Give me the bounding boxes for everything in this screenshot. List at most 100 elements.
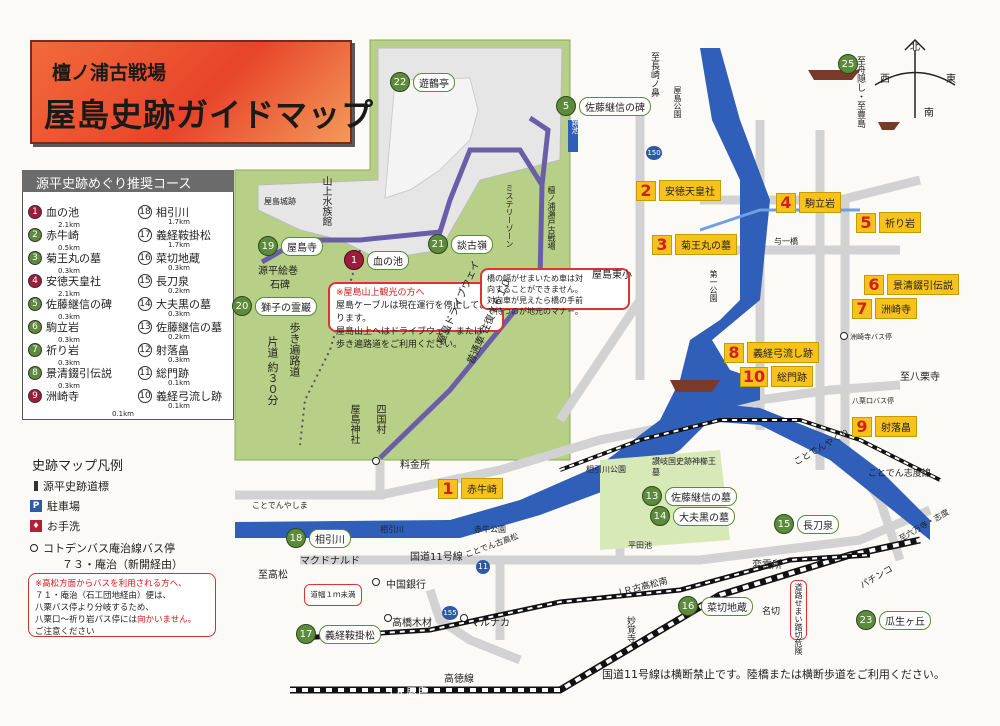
label-katamichi: 片道 約３０分 <box>266 336 279 406</box>
course-distance: 0.1km <box>168 402 191 410</box>
course-label: 菊王丸の墓 <box>46 252 101 265</box>
course-distance: 2.1km <box>58 290 81 298</box>
legend-title: 史跡マップ凡例 <box>32 459 124 474</box>
course-distance: 2.1km <box>58 221 81 229</box>
course-label: 相引川 <box>156 206 189 219</box>
spot-label: 血の池 <box>367 250 409 270</box>
course-distance: 0.3km <box>58 359 81 367</box>
spot-number: 6 <box>864 274 884 295</box>
bridge-notice-3: 対向車が見えたら橋の手前 <box>487 296 583 305</box>
route-11-shield: 11 <box>476 560 490 574</box>
cable-notice-4: 歩き遍路道をご利用ください。 <box>336 340 463 350</box>
warning-line-5: ご注意ください <box>35 627 95 637</box>
course-number: 12 <box>138 343 152 357</box>
course-label: 血の池 <box>46 206 79 219</box>
course-number: 4 <box>28 274 42 288</box>
course-label: 佐藤継信の碑 <box>46 298 112 311</box>
course-label: 長刀泉 <box>156 275 189 288</box>
course-distance-last: 0.1km <box>112 410 135 418</box>
spot-number: 22 <box>390 72 410 92</box>
warning-line-3: 八栗バス停より分岐するため、 <box>35 603 154 613</box>
course-heading: 源平史跡めぐり推奨コース <box>22 170 234 192</box>
cable-notice-2: 屋島ケーブルは現在運行を停止しております。 <box>336 301 488 324</box>
spot-label: 駒立岩 <box>799 192 841 213</box>
course-label: 大夫黒の墓 <box>156 298 211 311</box>
bridge-notice-4: で待つのが地元のマナー。 <box>487 307 583 316</box>
label-henden: 変電所 <box>752 560 782 571</box>
spot-number: 5 <box>556 96 576 116</box>
legend-marker: 源平史跡道標 <box>34 478 109 494</box>
course-item: 4 安徳天皇社 <box>28 273 101 289</box>
label-sekihi: 石碑 <box>270 280 290 291</box>
course-label: 総門跡 <box>156 367 189 380</box>
spot-label: 射落畠 <box>875 416 917 437</box>
spot-number: 2 <box>636 180 656 201</box>
bus-stop-marker <box>460 614 468 622</box>
compass-east: 東 <box>946 74 956 85</box>
warning-line-4b: 向かいません。 <box>137 615 197 625</box>
course-number: 13 <box>138 320 152 334</box>
course-distance: 0.3km <box>168 264 191 272</box>
course-distance: 0.2km <box>168 333 191 341</box>
map-title: 屋島史跡ガイドマップ <box>44 96 375 134</box>
spot-25[interactable]: 25 <box>838 54 858 74</box>
course-label: 景清錣引伝説 <box>46 367 112 380</box>
course-label: 洲崎寺 <box>46 390 79 403</box>
label-takahashi: 高橋木材 <box>392 618 432 629</box>
legend-parking-label: 駐車場 <box>47 500 80 513</box>
label-yoichi: 与一橋 <box>774 237 798 246</box>
course-distance: 0.1km <box>168 379 191 387</box>
course-label: 安徳天皇社 <box>46 275 101 288</box>
label-yashima-higashi: 屋島東小 <box>592 270 632 281</box>
cable-notice-3: 屋島山上へはドライブウェイ または <box>336 327 483 337</box>
bridge-notice-1: 橋の幅がせまいため車は対 <box>487 274 583 283</box>
bus-stop-icon <box>30 544 38 552</box>
legend-bus-label: コトデンバス庵治線バス停 <box>43 542 175 555</box>
label-suizokukan: 山上水族館 <box>320 176 331 226</box>
course-distance: 0.3km <box>168 356 191 364</box>
spot-number: 19 <box>258 236 278 256</box>
label-marunaka: マルナカ <box>470 618 510 629</box>
label-hirata-ike: 平田池 <box>628 541 652 550</box>
spot-label: 瓜生ヶ丘 <box>879 610 931 630</box>
course-distance: 0.5km <box>58 244 81 252</box>
spot-label: 洲崎寺 <box>875 298 917 319</box>
legend-marker-label: 源平史跡道標 <box>43 480 109 493</box>
toilet-icon: ♦ <box>30 520 42 532</box>
warning-line-1: ※高松方面からバスを利用される方へ、 <box>35 579 187 589</box>
map-subtitle: 檀ノ浦古戦場 <box>52 62 167 84</box>
course-number: 14 <box>138 297 152 311</box>
course-number: 16 <box>138 251 152 265</box>
label-akagyu-park: 赤牛公園 <box>474 525 506 534</box>
crossing-notice: 国道11号線は横断禁止です。陸橋または横断歩道をご利用ください。 <box>602 668 945 681</box>
spot-number: 17 <box>296 624 316 644</box>
route-150-shield: 150 <box>646 146 662 160</box>
